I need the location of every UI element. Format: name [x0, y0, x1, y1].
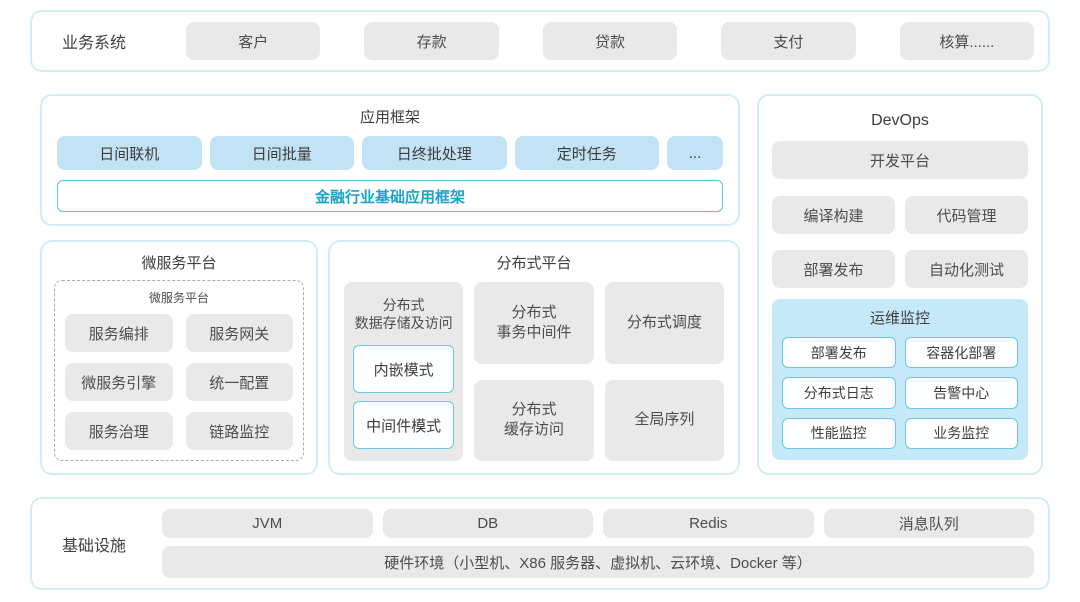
- business-systems-panel: 业务系统 客户 存款 贷款 支付 核算......: [30, 10, 1050, 72]
- devops-item-build: 编译构建: [772, 196, 895, 234]
- fw-item-ellipsis: ...: [667, 136, 723, 170]
- monitor-item-dist-log: 分布式日志: [782, 377, 896, 409]
- left-column: 应用框架 日间联机 日间批量 日终批处理 定时任务 ... 金融行业基础应用框架…: [40, 94, 740, 475]
- business-item-accounting: 核算......: [899, 22, 1035, 60]
- devops-item-dev-platform: 开发平台: [772, 141, 1028, 179]
- monitor-item-business: 业务监控: [904, 417, 1018, 449]
- infrastructure-label: 基础设施: [61, 537, 126, 555]
- microservice-grid: 服务编排 服务网关 微服务引擎 统一配置 服务治理 链路监控: [65, 314, 293, 450]
- infra-item-db: DB: [382, 509, 593, 538]
- finance-base-framework-bar: 金融行业基础应用框架: [57, 180, 723, 212]
- platforms-row: 微服务平台 微服务平台 服务编排 服务网关 微服务引擎 统一配置 服务治理 链路…: [40, 240, 740, 475]
- microservice-inner-title: 微服务平台: [148, 291, 209, 305]
- monitor-item-deploy: 部署发布: [782, 337, 896, 369]
- app-framework-panel: 应用框架 日间联机 日间批量 日终批处理 定时任务 ... 金融行业基础应用框架: [40, 94, 740, 226]
- devops-item-auto-test: 自动化测试: [905, 250, 1028, 288]
- infra-item-redis: Redis: [603, 509, 814, 538]
- business-item-payment: 支付: [721, 22, 856, 60]
- distributed-storage-box: 分布式 数据存储及访问 内嵌模式 中间件模式: [344, 282, 464, 461]
- fw-item-eod-batch: 日终批处理: [362, 136, 507, 170]
- micro-item-orchestration: 服务编排: [65, 314, 173, 352]
- microservice-panel: 微服务平台 微服务平台 服务编排 服务网关 微服务引擎 统一配置 服务治理 链路…: [40, 240, 318, 475]
- distributed-grid: 分布式 数据存储及访问 内嵌模式 中间件模式 分布式 事务中间件 分布式调度 分…: [344, 282, 724, 461]
- dist-item-transaction-middleware: 分布式 事务中间件: [474, 282, 594, 364]
- micro-item-tracing: 链路监控: [185, 412, 293, 450]
- ops-monitor-title: 运维监控: [869, 310, 930, 327]
- dist-item-cache-access: 分布式 缓存访问: [474, 379, 594, 461]
- distributed-title: 分布式平台: [496, 255, 572, 272]
- monitor-item-alert-center: 告警中心: [904, 377, 1018, 409]
- ops-monitor-box: 运维监控 部署发布 容器化部署 分布式日志 告警中心 性能监控 业务监控: [772, 299, 1028, 460]
- dist-item-scheduling: 分布式调度: [604, 282, 724, 364]
- distributed-storage-label: 分布式 数据存储及访问: [354, 297, 453, 332]
- devops-item-deploy: 部署发布: [772, 250, 895, 288]
- micro-item-config: 统一配置: [185, 363, 293, 401]
- storage-mode-embedded: 内嵌模式: [353, 345, 455, 394]
- micro-item-engine: 微服务引擎: [65, 363, 173, 401]
- devops-item-code-mgmt: 代码管理: [905, 196, 1028, 234]
- dist-item-global-sequence: 全局序列: [604, 379, 724, 461]
- fw-item-daytime-online: 日间联机: [57, 136, 202, 170]
- app-framework-title: 应用框架: [359, 109, 420, 126]
- devops-title: DevOps: [871, 112, 929, 129]
- infrastructure-row: JVM DB Redis 消息队列: [162, 509, 1034, 538]
- devops-panel: DevOps 开发平台 编译构建 代码管理 部署发布 自动化测试 运维监控 部署…: [757, 94, 1043, 475]
- business-item-loan: 贷款: [542, 22, 678, 60]
- monitor-item-performance: 性能监控: [782, 417, 896, 449]
- monitor-item-container-deploy: 容器化部署: [904, 337, 1018, 369]
- micro-item-governance: 服务治理: [65, 412, 173, 450]
- microservice-inner-box: 微服务平台 服务编排 服务网关 微服务引擎 统一配置 服务治理 链路监控: [54, 280, 304, 461]
- infra-item-mq: 消息队列: [823, 509, 1034, 538]
- infra-item-jvm: JVM: [162, 509, 373, 538]
- hardware-environment-bar: 硬件环境（小型机、X86 服务器、虚拟机、云环境、Docker 等）: [162, 546, 1034, 578]
- distributed-panel: 分布式平台 分布式 数据存储及访问 内嵌模式 中间件模式 分布式 事务中间件 分…: [328, 240, 740, 475]
- business-item-deposit: 存款: [364, 22, 499, 60]
- app-framework-row: 日间联机 日间批量 日终批处理 定时任务 ...: [57, 136, 723, 170]
- business-systems-label: 业务系统: [61, 35, 126, 52]
- fw-item-scheduled-task: 定时任务: [514, 136, 659, 170]
- fw-item-daytime-batch: 日间批量: [209, 136, 354, 170]
- devops-grid: 编译构建 代码管理 部署发布 自动化测试: [772, 196, 1028, 288]
- ops-monitor-grid: 部署发布 容器化部署 分布式日志 告警中心 性能监控 业务监控: [782, 337, 1018, 449]
- infrastructure-content: JVM DB Redis 消息队列 硬件环境（小型机、X86 服务器、虚拟机、云…: [162, 509, 1034, 578]
- microservice-title: 微服务平台: [141, 255, 217, 272]
- middle-region: 应用框架 日间联机 日间批量 日终批处理 定时任务 ... 金融行业基础应用框架…: [40, 94, 1043, 475]
- micro-item-gateway: 服务网关: [185, 314, 293, 352]
- storage-mode-middleware: 中间件模式: [353, 401, 455, 450]
- business-item-customer: 客户: [186, 22, 321, 60]
- infrastructure-panel: 基础设施 JVM DB Redis 消息队列 硬件环境（小型机、X86 服务器、…: [30, 497, 1050, 590]
